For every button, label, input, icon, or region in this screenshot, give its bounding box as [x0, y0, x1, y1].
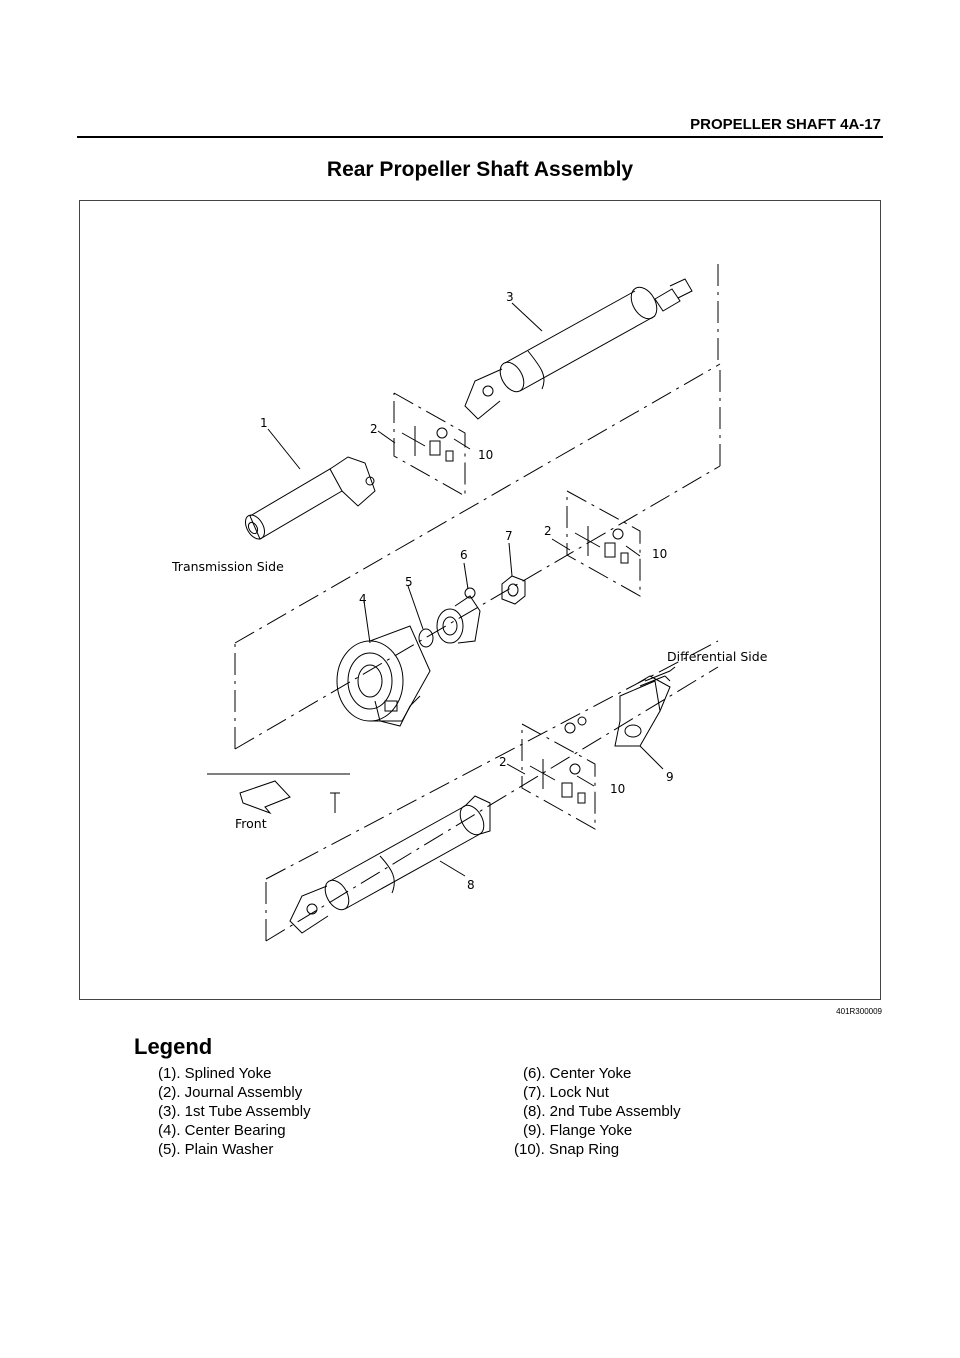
second-tube-assembly — [289, 795, 491, 934]
legend-item: (1). Splined Yoke — [158, 1065, 272, 1082]
journal-cross-bottom — [529, 759, 586, 804]
diagram-canvas: 1 2 3 10 2 10 4 5 6 7 2 10 8 9 Transmiss… — [171, 264, 768, 942]
flange-yoke — [614, 675, 671, 747]
center-bearing — [336, 625, 431, 727]
bolt-icon — [330, 792, 340, 813]
legend-left-column: (1). Splined Yoke (2). Journal Assembly … — [158, 1064, 311, 1159]
first-tube-assembly — [464, 278, 693, 420]
page-title: Rear Propeller Shaft Assembly — [326, 158, 634, 181]
lock-nut — [501, 575, 526, 605]
callout-2: 2 — [370, 422, 378, 436]
front-label: Front — [235, 816, 267, 831]
legend-item: (3). 1st Tube Assembly — [158, 1103, 311, 1120]
legend-item: (2). Journal Assembly — [158, 1084, 303, 1101]
leader-lines — [267, 302, 664, 877]
section-header: PROPELLER SHAFT 4A-17 — [690, 116, 881, 133]
callout-6: 6 — [460, 548, 468, 562]
legend-item: (8). 2nd Tube Assembly — [523, 1103, 681, 1120]
callout-7: 7 — [505, 529, 513, 543]
splined-yoke — [245, 456, 376, 540]
legend-item: (9). Flange Yoke — [523, 1122, 633, 1139]
legend-right-column: (6). Center Yoke (7). Lock Nut (8). 2nd … — [514, 1064, 681, 1159]
callout-10: 10 — [478, 448, 493, 462]
journal-cross-mid — [574, 526, 629, 564]
center-yoke — [436, 587, 481, 644]
boundary-line — [265, 666, 719, 942]
callout-2: 2 — [499, 755, 507, 769]
journal-box-top — [393, 392, 466, 497]
journal-box-bottom — [521, 723, 596, 830]
callout-10: 10 — [610, 782, 625, 796]
journal-cross-top — [401, 426, 454, 462]
callout-9: 9 — [666, 770, 674, 784]
callout-8: 8 — [467, 878, 475, 892]
callout-10: 10 — [652, 547, 667, 561]
callout-2: 2 — [544, 524, 552, 538]
legend-item: (5). Plain Washer — [158, 1141, 274, 1158]
boundary-line — [234, 363, 721, 644]
front-arrow-icon — [207, 773, 350, 815]
legend-item: (6). Center Yoke — [523, 1065, 632, 1082]
boundary-line — [265, 640, 719, 880]
flange-washer — [577, 716, 587, 726]
callout-1: 1 — [260, 416, 268, 430]
callout-5: 5 — [405, 575, 413, 589]
legend-title: Legend — [134, 1034, 213, 1059]
legend-item: (10). Snap Ring — [514, 1141, 620, 1158]
exploded-diagram: 1 2 3 10 2 10 4 5 6 7 2 10 8 9 Transmiss… — [79, 200, 881, 1000]
journal-box-mid — [566, 490, 641, 597]
callout-3: 3 — [506, 290, 514, 304]
legend-item: (7). Lock Nut — [523, 1084, 609, 1101]
flange-nut — [564, 722, 576, 734]
page-header: PROPELLER SHAFT 4A-17 — [77, 116, 883, 138]
transmission-side-label: Transmission Side — [171, 559, 284, 574]
legend-item: (4). Center Bearing — [158, 1122, 286, 1139]
plain-washer — [418, 628, 434, 648]
figure-code: 401R300009 — [836, 1007, 882, 1016]
differential-side-label: Differential Side — [667, 649, 768, 664]
flange-bolt — [644, 666, 676, 682]
callout-4: 4 — [359, 592, 367, 606]
